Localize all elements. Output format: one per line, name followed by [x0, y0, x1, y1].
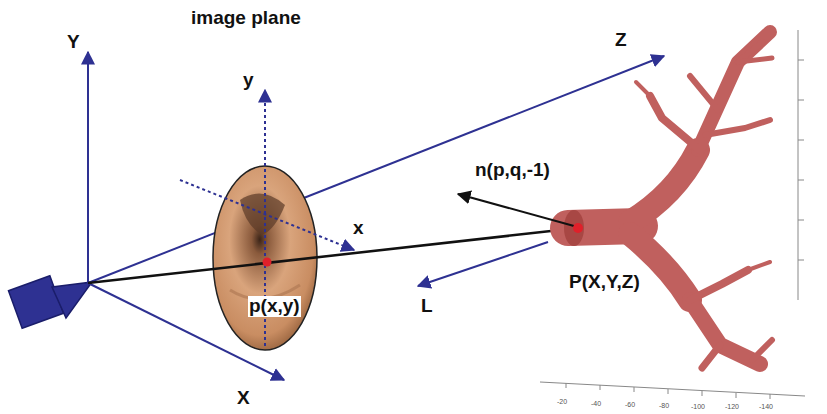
tick-number: -40: [590, 400, 602, 408]
image-point: [263, 258, 272, 267]
x-image-axis: [180, 180, 354, 250]
axis-name: X: [236, 388, 251, 409]
tick-number: -60: [624, 401, 636, 409]
bronchus-opening: [564, 210, 584, 246]
camera-icon: [8, 276, 92, 329]
vector-label: n(p,q,-1): [474, 160, 551, 181]
point-label: P(X,Y,Z): [568, 272, 641, 293]
surface-point: [573, 223, 583, 233]
light-vector: [418, 242, 548, 286]
axis-name: y: [242, 70, 255, 91]
z-world-axis: [88, 56, 664, 283]
tick-number: -140: [758, 403, 774, 411]
axis-name: x: [352, 218, 365, 239]
plane-title: image plane: [190, 8, 302, 29]
normal-vector: [458, 194, 574, 226]
axis-name: Y: [66, 32, 81, 53]
bronchial-tree: [568, 32, 772, 368]
point-label: p(x,y): [248, 296, 301, 317]
tick-number: -20: [556, 398, 568, 406]
plot-box-axes: [540, 30, 805, 399]
y-world-axis: [87, 52, 89, 283]
projection-ray: [88, 228, 578, 283]
vector-label: L: [420, 296, 434, 317]
axis-name: Z: [614, 30, 628, 51]
tick-number: -80: [658, 402, 670, 410]
tick-number: -120: [724, 403, 740, 411]
tick-number: -100: [690, 403, 706, 411]
